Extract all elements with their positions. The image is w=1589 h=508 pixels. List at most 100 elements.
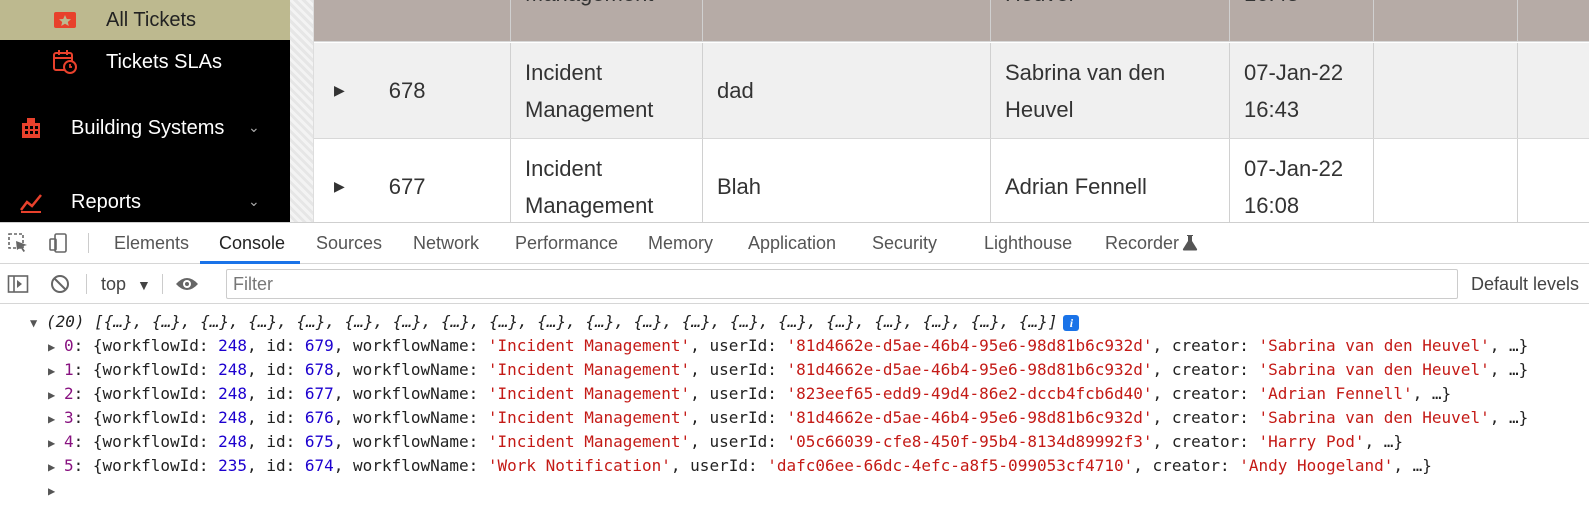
workflow-cell: Incident Management: [511, 139, 703, 222]
date-line: 16:08: [1244, 192, 1300, 218]
sidebar-item-tickets-slas[interactable]: Tickets SLAs: [52, 46, 222, 78]
ticket-icon: [52, 7, 78, 33]
calendar-clock-icon: [52, 49, 78, 75]
date-line: 07-Jan-22: [1244, 59, 1344, 85]
entry-index: 5: [64, 456, 74, 475]
console-array-line[interactable]: ▼(20) [{…}, {…}, {…}, {…}, {…}, {…}, {…}…: [30, 310, 1080, 333]
tab-network[interactable]: Network: [413, 233, 480, 253]
console-entry-partial[interactable]: ▶: [48, 478, 64, 501]
date-cell: 07-Jan-22 16:43: [1230, 43, 1374, 138]
console-entry[interactable]: ▶3: {workflowId: 248, id: 676, workflowN…: [48, 406, 1528, 429]
expand-caret-icon[interactable]: ▶: [334, 82, 345, 98]
expand-triangle-icon[interactable]: ▶: [48, 484, 56, 498]
clear-console-icon[interactable]: [48, 272, 72, 296]
sidebar-item-label: All Tickets: [106, 8, 197, 31]
expand-triangle-icon[interactable]: ▶: [48, 460, 56, 474]
devtools-panel: Elements Console Sources Network Perform…: [0, 222, 1589, 508]
flask-icon: [1178, 231, 1202, 255]
collapse-triangle-icon[interactable]: ▼: [30, 316, 38, 330]
console-output: ▼(20) [{…}, {…}, {…}, {…}, {…}, {…}, {…}…: [0, 305, 1589, 508]
workflow-line: Management: [525, 0, 653, 12]
chevron-down-icon[interactable]: ⌄: [248, 119, 260, 135]
creator-value: 'Sabrina van den Heuvel': [1258, 336, 1490, 355]
sidebar-toggle-icon[interactable]: [6, 272, 30, 296]
expand-triangle-icon[interactable]: ▶: [48, 436, 56, 450]
sidebar-item-all-tickets[interactable]: [0, 0, 290, 40]
id-value: 679: [304, 336, 334, 355]
workflow-id-value: 248: [218, 336, 248, 355]
chevron-down-icon[interactable]: ⌄: [248, 193, 260, 209]
tab-lighthouse[interactable]: Lighthouse: [984, 233, 1073, 253]
tab-security[interactable]: Security: [872, 233, 938, 253]
table-row[interactable]: Management Heuvel 16:45 fadsfa: [314, 0, 1589, 42]
id-value: 676: [304, 408, 334, 427]
tab-console[interactable]: Console: [219, 233, 286, 253]
tab-elements[interactable]: Elements: [114, 233, 190, 253]
creator-value: 'Sabrina van den Heuvel': [1258, 408, 1490, 427]
creator-value: 'Andy Hoogeland': [1239, 456, 1394, 475]
expand-triangle-icon[interactable]: ▶: [48, 364, 56, 378]
context-selector[interactable]: top ▼: [101, 264, 151, 304]
separator: [162, 274, 163, 294]
console-entry[interactable]: ▶4: {workflowId: 248, id: 675, workflowN…: [48, 430, 1403, 453]
workflow-id-value: 248: [218, 360, 248, 379]
title-cell: [703, 0, 991, 41]
sidebar-item-building-systems[interactable]: Building Systems: [18, 112, 224, 144]
table-row[interactable]: ▶ 677 Incident Management Blah Adrian Fe…: [314, 139, 1589, 222]
sidebar-divider: [290, 0, 314, 222]
user-id-value: '81d4662e-d5ae-46b4-95e6-98d81b6c932d': [786, 360, 1153, 379]
sidebar-item-all-tickets-row[interactable]: All Tickets: [52, 4, 196, 36]
entry-index: 1: [64, 360, 74, 379]
tab-performance[interactable]: Performance: [515, 233, 619, 253]
title-cell: Blah: [703, 139, 991, 222]
workflow-line: Incident: [525, 155, 603, 181]
default-levels-dropdown[interactable]: Default levels: [1471, 274, 1580, 294]
entry-index: 0: [64, 336, 74, 355]
workflow-name-value: 'Incident Management': [487, 408, 691, 427]
expand-cell[interactable]: [314, 0, 511, 41]
title-text: dad: [717, 78, 754, 103]
tab-recorder[interactable]: Recorder: [1105, 233, 1180, 253]
expand-caret-icon[interactable]: ▶: [334, 178, 345, 194]
workflow-name-value: 'Incident Management': [487, 360, 691, 379]
console-toolbar: top ▼ Filter Default levels: [0, 264, 1589, 304]
expand-triangle-icon[interactable]: ▶: [48, 340, 56, 354]
expand-triangle-icon[interactable]: ▶: [48, 412, 56, 426]
separator: [88, 233, 89, 253]
empty-cell: [1374, 139, 1518, 222]
sidebar-item-reports[interactable]: Reports: [18, 186, 141, 218]
info-icon[interactable]: i: [1063, 314, 1080, 331]
id-value: 674: [304, 456, 334, 475]
sidebar-item-label: Reports: [71, 190, 142, 213]
expand-triangle-icon[interactable]: ▶: [48, 388, 56, 402]
id-value: 677: [304, 384, 334, 403]
table-row[interactable]: ▶ 678 Incident Management dad Sabrina va…: [314, 43, 1589, 139]
date-line: 07-Jan-22: [1244, 155, 1344, 181]
workflow-id-value: 248: [218, 408, 248, 427]
sidebar: All Tickets Tickets SLAs Building System…: [0, 0, 290, 222]
tab-memory[interactable]: Memory: [648, 233, 714, 253]
expand-cell[interactable]: ▶ 678: [314, 43, 511, 138]
filter-input[interactable]: Filter: [226, 269, 1458, 299]
device-toolbar-icon[interactable]: [46, 231, 70, 255]
console-entry[interactable]: ▶1: {workflowId: 248, id: 678, workflowN…: [48, 358, 1528, 381]
tab-application[interactable]: Application: [748, 233, 837, 253]
separator: [86, 274, 87, 294]
eye-icon[interactable]: [175, 272, 199, 296]
entry-index: 3: [64, 408, 74, 427]
id-value: 678: [304, 360, 334, 379]
tab-sources[interactable]: Sources: [316, 233, 383, 253]
date-line: 16:45: [1244, 0, 1299, 12]
empty-cell: [1518, 0, 1589, 41]
inspect-element-icon[interactable]: [6, 231, 30, 255]
devtools-tabbar: Elements Console Sources Network Perform…: [0, 223, 1589, 264]
creator-cell: Adrian Fennell: [991, 139, 1230, 222]
console-entry[interactable]: ▶2: {workflowId: 248, id: 677, workflowN…: [48, 382, 1451, 405]
console-entry[interactable]: ▶0: {workflowId: 248, id: 679, workflowN…: [48, 334, 1528, 357]
expand-cell[interactable]: ▶ 677: [314, 139, 511, 222]
console-entry[interactable]: ▶5: {workflowId: 235, id: 674, workflowN…: [48, 454, 1432, 477]
date-line: 16:43: [1244, 96, 1300, 122]
ticket-id: 677: [388, 174, 426, 199]
chart-line-icon: [18, 189, 44, 215]
